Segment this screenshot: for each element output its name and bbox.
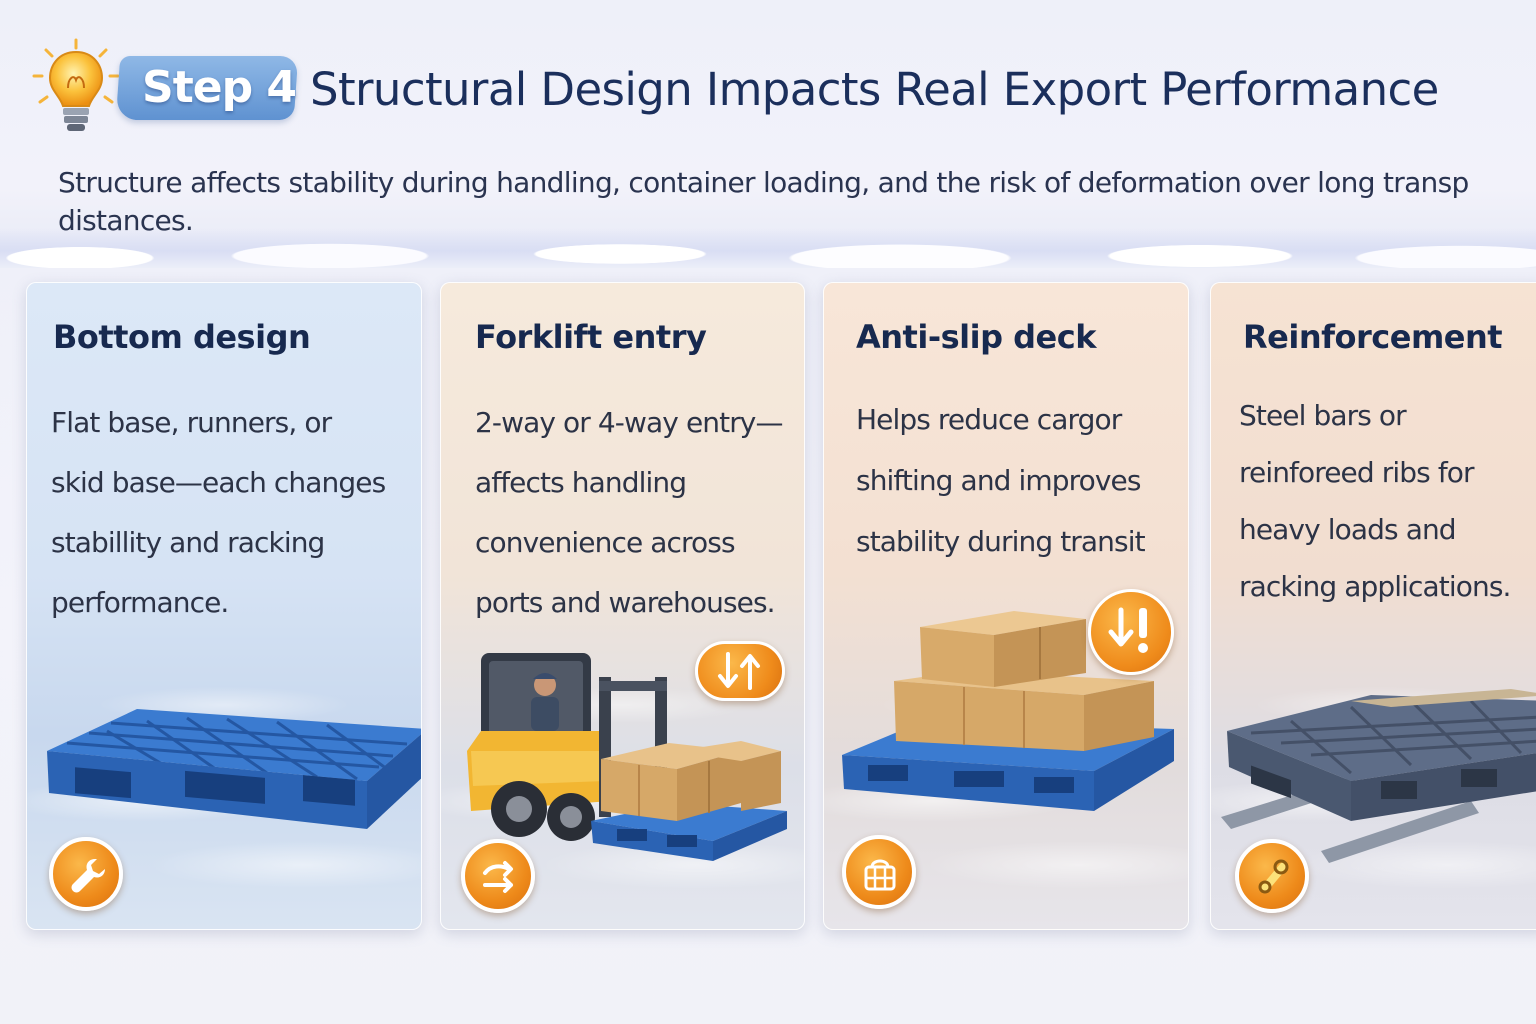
subtitle-line: Structure affects stability during handl… [58,166,1469,199]
card-description-line: performance. [51,586,229,619]
card-description-line: Flat base, runners, or [51,406,332,439]
card-anti-slip-deck: Anti-slip deck Helps reduce cargor shift… [823,282,1189,930]
pallet-with-boxes-illustration [842,611,1174,811]
card-description-line: shifting and improves [856,464,1141,497]
reinforced-pallet-illustration [1221,689,1536,863]
card-description-line: Helps reduce cargor [856,403,1122,436]
card-description-line: 2-way or 4-way entry— [475,406,783,439]
step-label: Step 4 [142,62,297,113]
card-title: Anti-slip deck [856,318,1096,356]
card-description-line: stability during transit [856,525,1146,558]
card-description-line: Steel bars or [1239,399,1407,432]
page-title: Structural Design Impacts Real Export Pe… [310,63,1439,116]
card-description-line: convenience across [475,526,736,559]
cloud-decoration [0,228,1536,268]
card-description: Helps reduce cargor shifting and improve… [856,389,1146,572]
card-description: Flat base, runners, or skid base—each ch… [51,393,386,633]
light-bulb-icon [32,38,120,131]
header-banner: Step 4 Structural Design Impacts Real Ex… [0,0,1536,268]
wrench-icon [49,837,123,911]
card-description: 2-way or 4-way entry— affects handling c… [475,393,783,633]
card-description-line: stabillity and racking [51,526,325,559]
page-subtitle: Structure affects stability during handl… [58,164,1536,240]
up-down-arrows-icon [695,641,785,701]
down-arrow-warning-icon [1088,589,1174,675]
card-description-line: heavy loads and [1239,513,1457,546]
card-forklift-entry: Forklift entry 2-way or 4-way entry— aff… [440,282,805,930]
card-description-line: skid base—each changes [51,466,386,499]
arrows-exchange-icon [461,839,535,913]
card-title: Bottom design [53,318,311,356]
card-title: Reinforcement [1243,318,1503,356]
card-description-line: racking applications. [1239,570,1511,603]
card-description-line: affects handling [475,466,687,499]
card-description-line: reinforeed ribs for [1239,456,1475,489]
steel-bar-icon [1235,839,1309,913]
card-description-line: ports and warehouses. [475,586,776,619]
card-reinforcement: Reinforcement Steel bars or reinforeed r… [1210,282,1536,930]
grid-basket-icon [842,835,916,909]
forklift-illustration [467,653,787,861]
card-description: Steel bars or reinforeed ribs for heavy … [1239,387,1511,615]
card-title: Forklift entry [475,318,707,356]
subtitle-line: distances. [58,204,194,237]
blue-pallet-illustration [47,709,421,829]
card-bottom-design: Bottom design Flat base, runners, or ski… [26,282,422,930]
